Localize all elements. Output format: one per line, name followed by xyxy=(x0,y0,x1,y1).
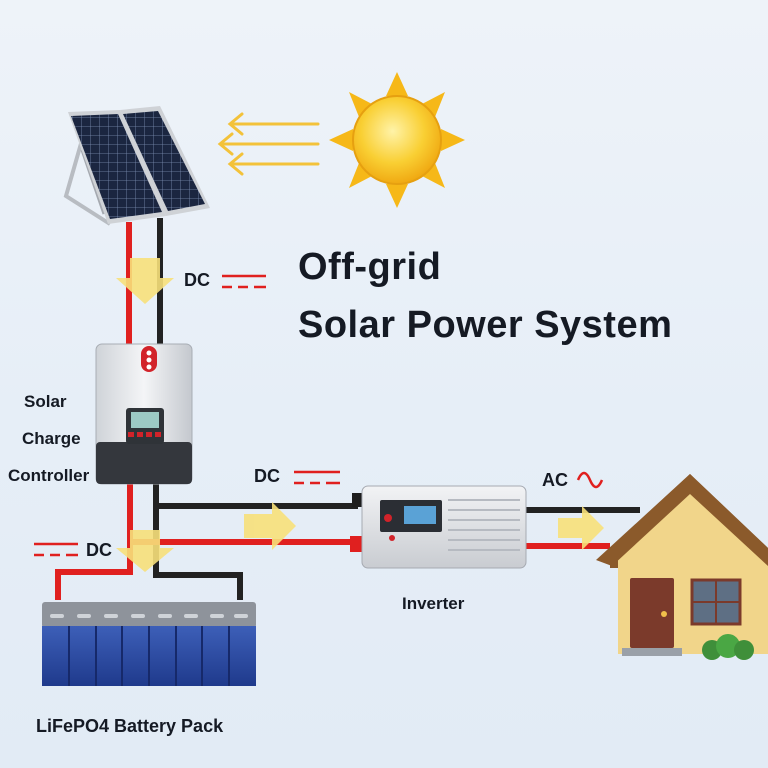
dc-label-inverter: DC xyxy=(254,466,280,486)
house-icon xyxy=(596,474,768,660)
title-line-1: Off-grid xyxy=(298,246,442,288)
flow-arrows xyxy=(116,258,604,572)
controller-label-line-3: Controller xyxy=(8,466,90,485)
sun-icon xyxy=(329,72,465,208)
dc-symbol-icon xyxy=(294,470,340,485)
ac-label-house: AC xyxy=(542,470,568,490)
battery-label: LiFePO4 Battery Pack xyxy=(36,716,224,736)
flow-arrow-down-icon xyxy=(116,530,174,572)
battery-pack-device xyxy=(42,602,256,686)
controller-label-line-1: Solar xyxy=(24,392,67,411)
ac-sine-icon xyxy=(576,471,604,489)
dc-symbol-icon xyxy=(222,274,266,289)
wires xyxy=(55,218,640,600)
ctrl-battery-negative-wire xyxy=(153,484,243,600)
dc-label-panel: DC xyxy=(184,270,210,290)
charge-controller-device xyxy=(95,343,193,485)
dc-symbol-icon xyxy=(34,542,78,557)
ctrl-battery-positive-wire xyxy=(55,484,133,600)
flow-arrow-right-icon xyxy=(244,502,296,550)
inverter-label: Inverter xyxy=(402,594,465,613)
solar-panel-icon xyxy=(63,106,210,226)
title-line-2: Solar Power System xyxy=(298,304,673,346)
controller-label-line-2: Charge xyxy=(22,429,81,448)
sunlight-arrows-icon xyxy=(217,112,320,176)
flow-arrow-down-icon xyxy=(116,258,174,304)
inverter-device xyxy=(350,485,527,569)
dc-label-battery: DC xyxy=(86,540,112,560)
flow-arrow-right-icon xyxy=(558,506,604,550)
